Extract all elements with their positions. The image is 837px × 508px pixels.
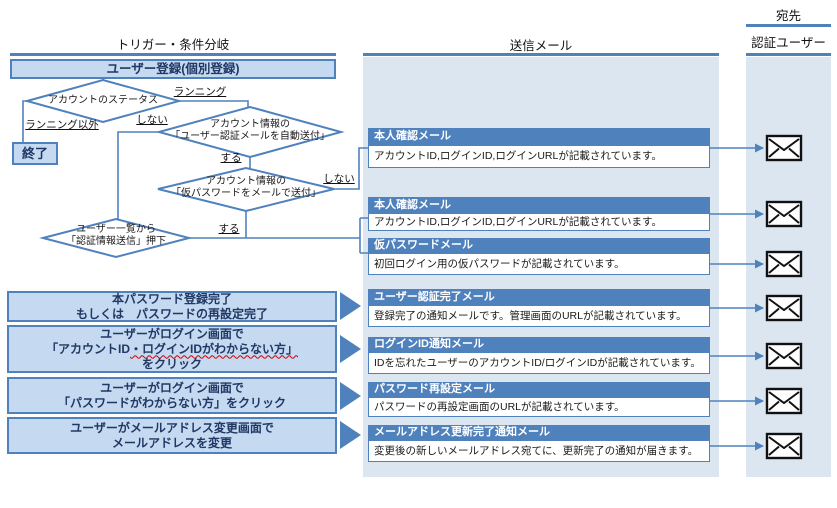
start-box: ユーザー登録(個別登録) xyxy=(10,59,336,79)
trigger-box-forgot-id: ユーザーがログイン画面で 「アカウントID・ログインIDがわからない方」 をクリ… xyxy=(7,325,337,373)
branch-label-no-temp-password: しない xyxy=(323,173,355,185)
arrowhead-icon xyxy=(755,143,764,153)
mail-card-title: 仮パスワードメール xyxy=(368,238,710,253)
mail-envelope-icon xyxy=(765,387,803,415)
trigger-line: 「アカウントID・ログインIDがわからない方」 xyxy=(9,342,335,357)
trigger-arrow-icon xyxy=(340,292,361,320)
decision-line: 「ユーザー認証メールを自動送付」 xyxy=(170,131,330,142)
branch-label-no-autosend: しない xyxy=(136,114,168,126)
header-underline xyxy=(363,53,719,56)
mail-card-body: 変更後の新しいメールアドレス宛てに、更新完了の通知が届きます。 xyxy=(368,440,710,462)
column-header-trigger: トリガー・条件分岐 xyxy=(116,38,230,52)
trigger-arrow-icon xyxy=(340,421,361,449)
mail-card-body: パスワードの再設定画面のURLが記載されています。 xyxy=(368,397,710,417)
flow-connector-no-autosend xyxy=(117,131,159,219)
flow-connectors xyxy=(22,78,763,447)
column-header-recipient: 宛先 xyxy=(775,9,801,23)
arrowhead-icon xyxy=(755,303,764,313)
trigger-box-forgot-password: ユーザーがログイン画面で 「パスワードがわからない方」をクリック xyxy=(7,377,337,414)
trigger-box-password-set: 本パスワード登録完了 もしくは パスワードの再設定完了 xyxy=(7,291,337,322)
trigger-arrows xyxy=(340,292,361,449)
mail-card-body: アカウントID,ログインID,ログインURLが記載されています。 xyxy=(368,145,710,168)
trigger-line: をクリック xyxy=(141,356,202,371)
arrowhead-icon xyxy=(755,209,764,219)
column-header-auth-user: 認証ユーザー xyxy=(751,36,826,50)
envelopes xyxy=(765,134,803,460)
mail-envelope-icon xyxy=(765,250,803,278)
mail-card-body: IDを忘れたユーザーのアカウントID/ログインIDが記載されています。 xyxy=(368,352,710,374)
decision-line: ユーザー一覧から xyxy=(76,224,156,235)
arrowhead-icon xyxy=(755,259,764,269)
decision-temp-password-label: アカウント情報の 「仮パスワードをメールで送付」 xyxy=(156,176,336,200)
branch-label-yes-autosend: する xyxy=(220,152,242,164)
trigger-line: 「パスワードがわからない方」をクリック xyxy=(57,395,286,410)
mail-card-title: ユーザー認証完了メール xyxy=(368,289,710,305)
mail-envelope-icon xyxy=(765,294,803,322)
mail-card-body: 初回ログイン用の仮パスワードが記載されています。 xyxy=(368,253,710,275)
decision-line: アカウント情報の xyxy=(206,176,286,187)
decision-line: 「認証情報送信」押下 xyxy=(66,236,166,247)
trigger-line: もしくは パスワードの再設定完了 xyxy=(75,306,268,321)
mail-card-title: 本人確認メール xyxy=(368,128,710,145)
header-underline xyxy=(746,24,831,27)
decision-diamond-temp-password xyxy=(157,166,335,213)
decision-diamond-account-status xyxy=(23,78,183,124)
decision-user-list-label: ユーザー一覧から 「認証情報送信」押下 xyxy=(46,224,186,248)
trigger-line-spellcheck: ・ログインIDがわからない方」 xyxy=(130,341,299,356)
decision-auto-send-label: アカウント情報の 「ユーザー認証メールを自動送付」 xyxy=(160,119,340,143)
mail-envelope-icon xyxy=(765,432,803,460)
trigger-line: ユーザーがメールアドレス変更画面で xyxy=(70,420,274,435)
trigger-arrow-icon xyxy=(340,382,361,410)
branch-label-yes-temp-password: する xyxy=(218,223,240,235)
mail-card-title: ログインID通知メール xyxy=(368,337,710,352)
mail-card-title: パスワード再設定メール xyxy=(368,382,710,397)
mail-card-title: メールアドレス更新完了通知メール xyxy=(368,425,710,440)
decision-line: 「仮パスワードをメールで送付」 xyxy=(171,188,321,199)
mail-card-body: 登録完了の通知メールです。管理画面のURLが記載されています。 xyxy=(368,305,710,327)
decision-status-label: アカウントのステータス xyxy=(48,95,158,106)
trigger-line: メールアドレスを変更 xyxy=(111,435,232,450)
header-underline xyxy=(746,53,831,56)
decision-diamonds xyxy=(23,78,345,259)
trigger-arrow-icon xyxy=(340,335,361,363)
mail-envelope-icon xyxy=(765,200,803,228)
decision-diamond-auto-send xyxy=(155,105,345,159)
mail-envelope-icon xyxy=(765,134,803,162)
trigger-line: ユーザーがログイン画面で xyxy=(100,326,244,341)
flow-connector-no-temp-password xyxy=(334,147,368,190)
flow-connector-running xyxy=(179,100,249,108)
trigger-box-change-email: ユーザーがメールアドレス変更画面で メールアドレスを変更 xyxy=(7,417,337,454)
arrowhead-icon xyxy=(755,351,764,361)
trigger-line: ユーザーがログイン画面で xyxy=(100,380,244,395)
arrowhead-icon xyxy=(755,396,764,406)
trigger-line: 本パスワード登録完了 xyxy=(111,291,232,306)
branch-label-not-running: ランニング以外 xyxy=(25,119,99,131)
arrowhead-icon xyxy=(755,441,764,451)
mail-card-title: 本人確認メール xyxy=(368,197,710,213)
end-box: 終了 xyxy=(12,142,58,165)
decision-diamond-user-list xyxy=(39,217,193,259)
branch-label-running: ランニング xyxy=(173,86,227,98)
flow-connector-bracket xyxy=(359,217,368,254)
mail-envelope-icon xyxy=(765,342,803,370)
decision-line: アカウント情報の xyxy=(210,119,290,130)
arrowheads xyxy=(755,143,764,451)
column-header-mail: 送信メール xyxy=(509,39,573,53)
header-underline xyxy=(10,53,336,56)
trigger-line-part: 「アカウントID xyxy=(45,341,130,356)
mail-card-body: アカウントID,ログインID,ログインURLが記載されています。 xyxy=(368,213,710,231)
